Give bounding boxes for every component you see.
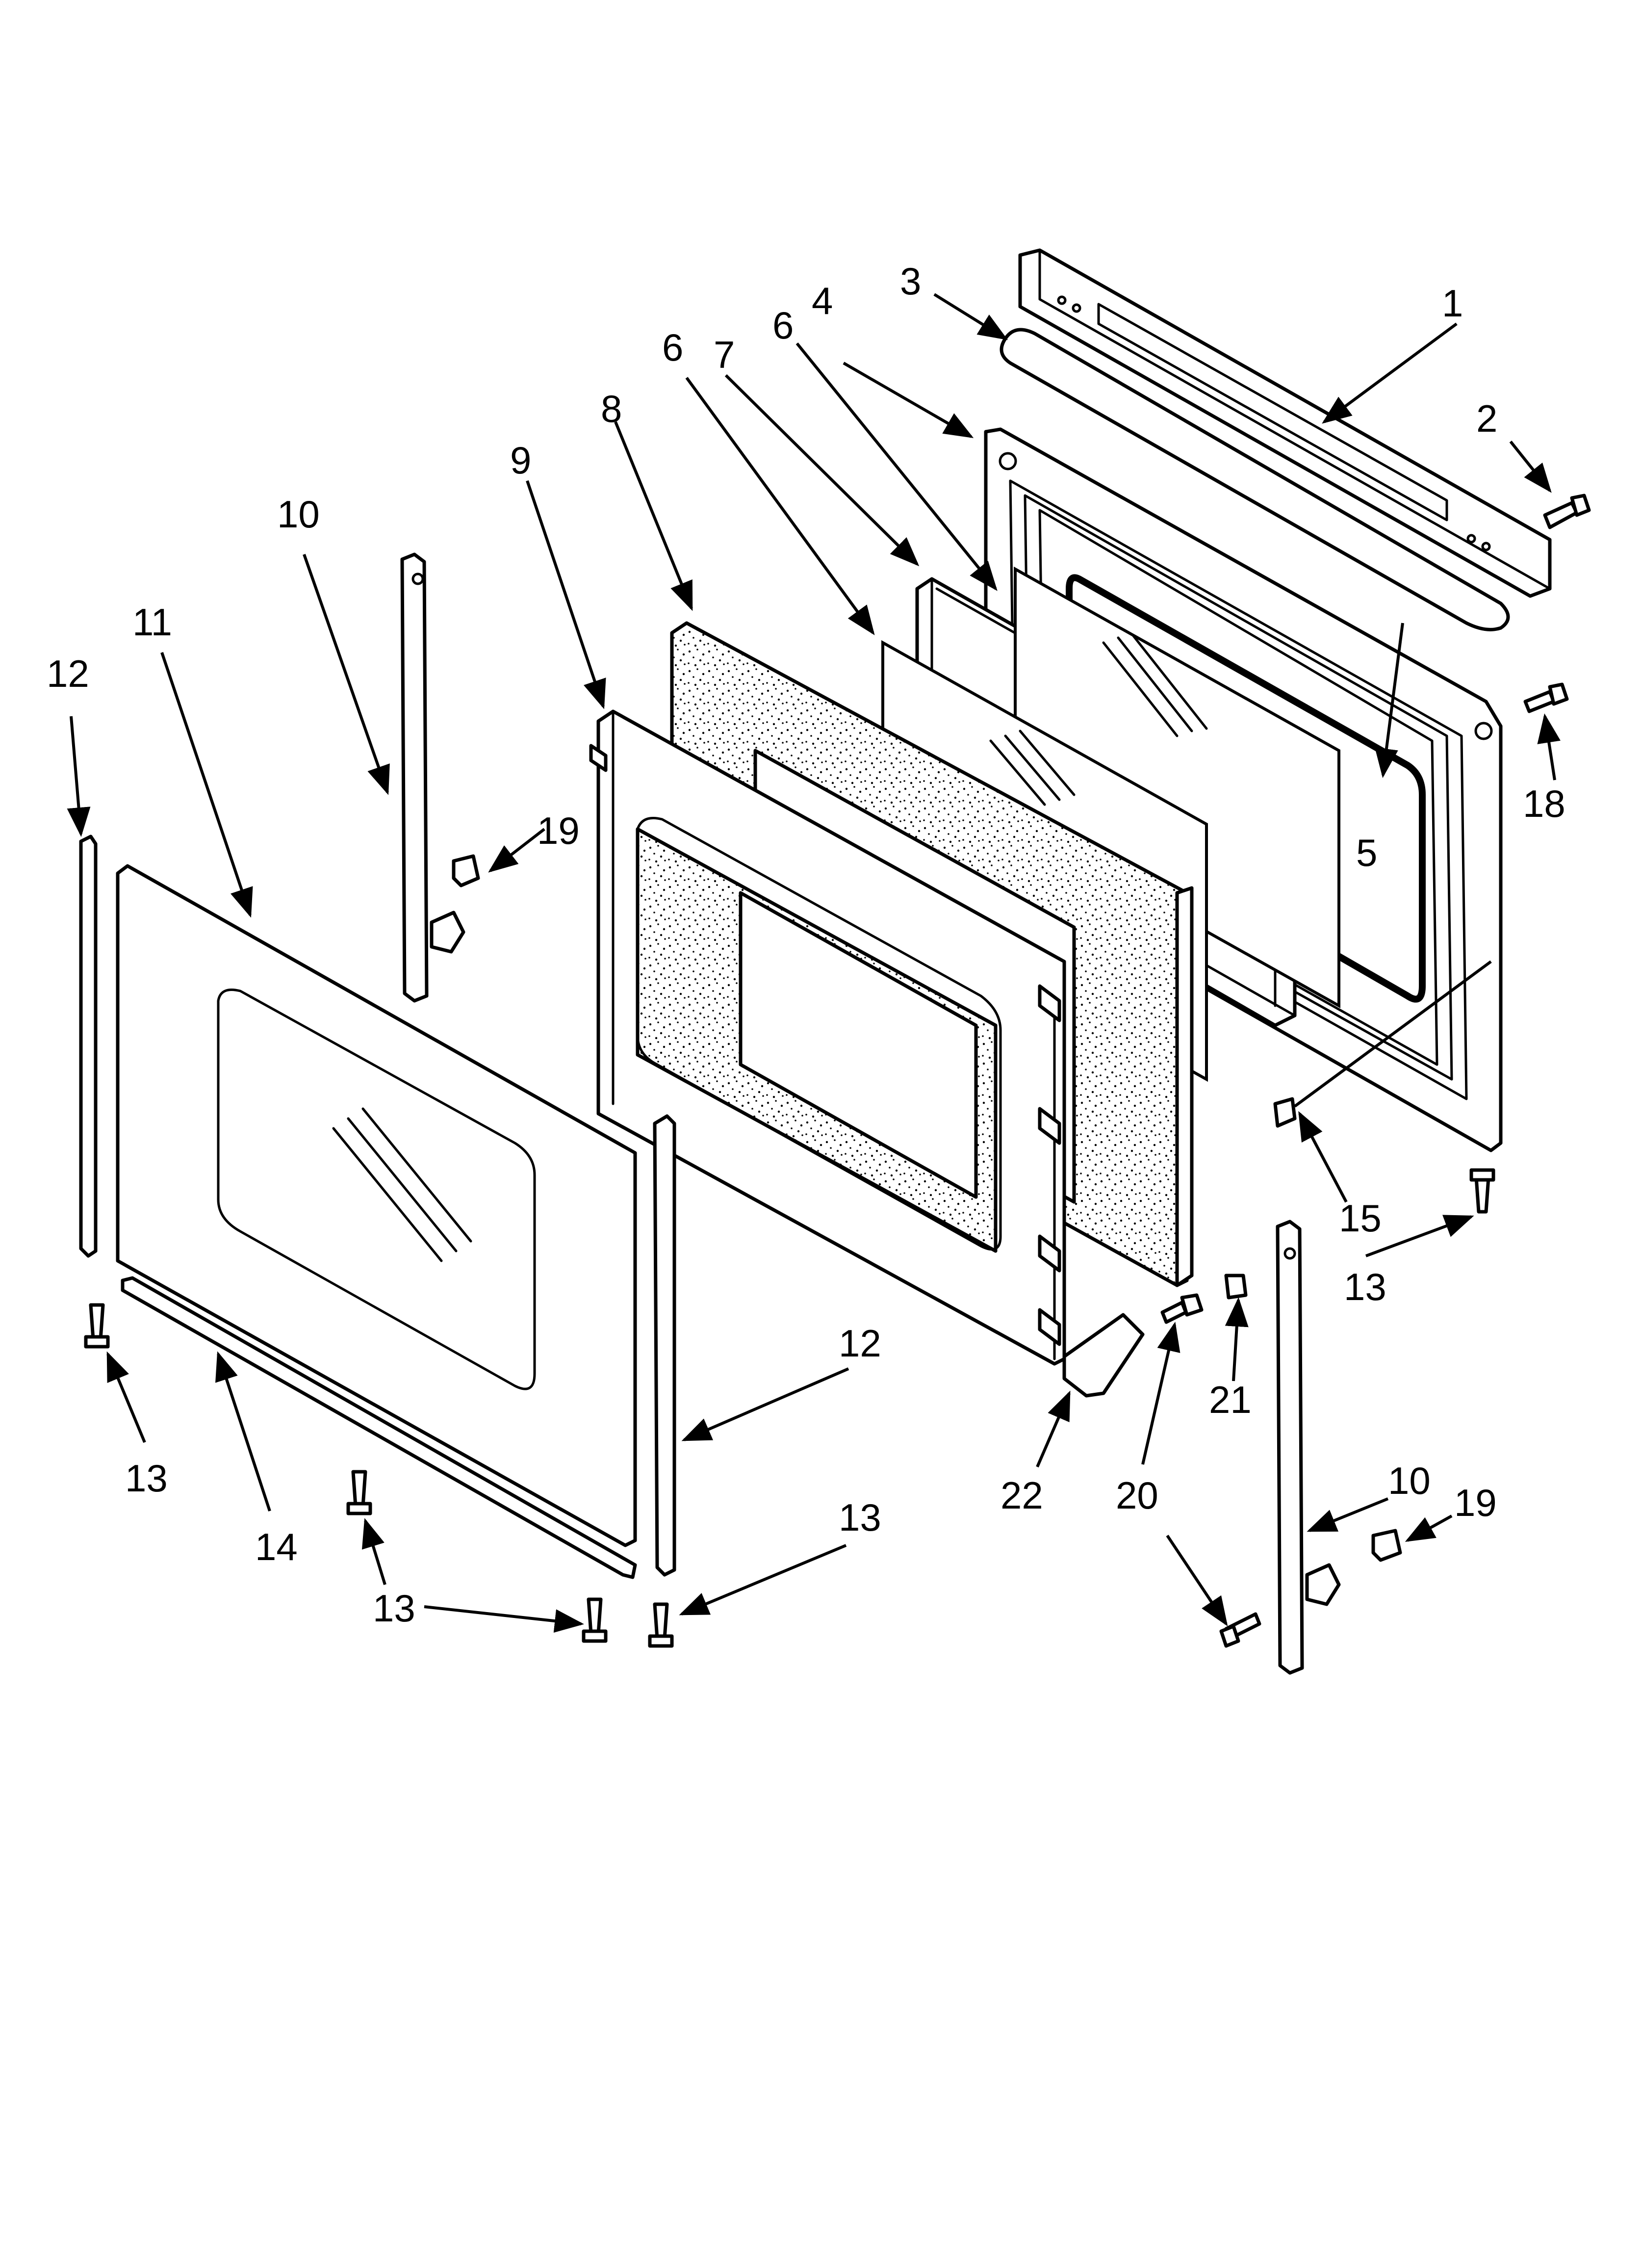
vent-seal [1000,328,1510,631]
hinge-bracket [1062,1313,1145,1398]
callout-5: 5 [1356,831,1377,874]
leader-lines [67,293,1561,1633]
callout-12a: 12 [47,652,89,695]
callout-15: 15 [1339,1197,1382,1240]
callout-labels: 1 2 3 4 5 6 6 7 8 9 10 10 11 12 12 13 13… [47,260,1565,1630]
callout-12b: 12 [839,1322,881,1365]
callout-10a: 10 [277,493,320,536]
right-side-trim [653,1114,676,1577]
callout-20: 20 [1116,1474,1158,1517]
callout-6b: 6 [662,326,683,369]
callout-21: 21 [1209,1378,1252,1421]
callout-18: 18 [1523,782,1565,825]
hinge-clip-left [452,854,480,887]
callout-9: 9 [510,439,531,482]
callout-1: 1 [1442,282,1463,325]
callout-10b: 10 [1388,1459,1431,1502]
callout-7: 7 [714,333,735,376]
door-gasket [1066,574,1426,1003]
screw-20-top [1160,1293,1204,1324]
callout-3: 3 [900,260,921,303]
door-frame [589,709,1066,1366]
left-hinge [400,552,465,1003]
screw-13-bottom-mid [582,1597,608,1643]
screw-20-bottom [1219,1612,1261,1648]
callout-13c: 13 [373,1587,415,1630]
callout-22: 22 [1001,1474,1043,1517]
callout-13b: 13 [125,1457,168,1500]
callout-19b: 19 [1454,1481,1497,1524]
vent-trim [1018,248,1552,598]
screw-13-bottom-right [648,1602,674,1648]
right-hinge [1276,1220,1341,1675]
screw-21 [1224,1274,1248,1300]
screw-13-bottom-center [346,1470,372,1515]
screw-13-left [84,1303,110,1349]
callout-6a: 6 [772,304,794,347]
callout-13a: 13 [1344,1265,1386,1308]
callout-13d: 13 [839,1496,881,1539]
panel-clip [1273,1097,1297,1128]
callout-2: 2 [1476,397,1497,440]
hinge-clip-right [1371,1529,1402,1562]
callout-14: 14 [255,1525,298,1568]
screw-18 [1523,682,1569,713]
outer-door-panel [116,864,637,1547]
left-side-trim [79,834,98,1258]
callout-4: 4 [812,279,833,322]
screw-13-top-right [1469,1168,1495,1214]
screw-2 [1543,494,1591,529]
callout-8: 8 [601,387,622,430]
bottom-trim [121,1276,637,1579]
callout-11: 11 [132,600,172,644]
callout-19a: 19 [537,809,580,852]
